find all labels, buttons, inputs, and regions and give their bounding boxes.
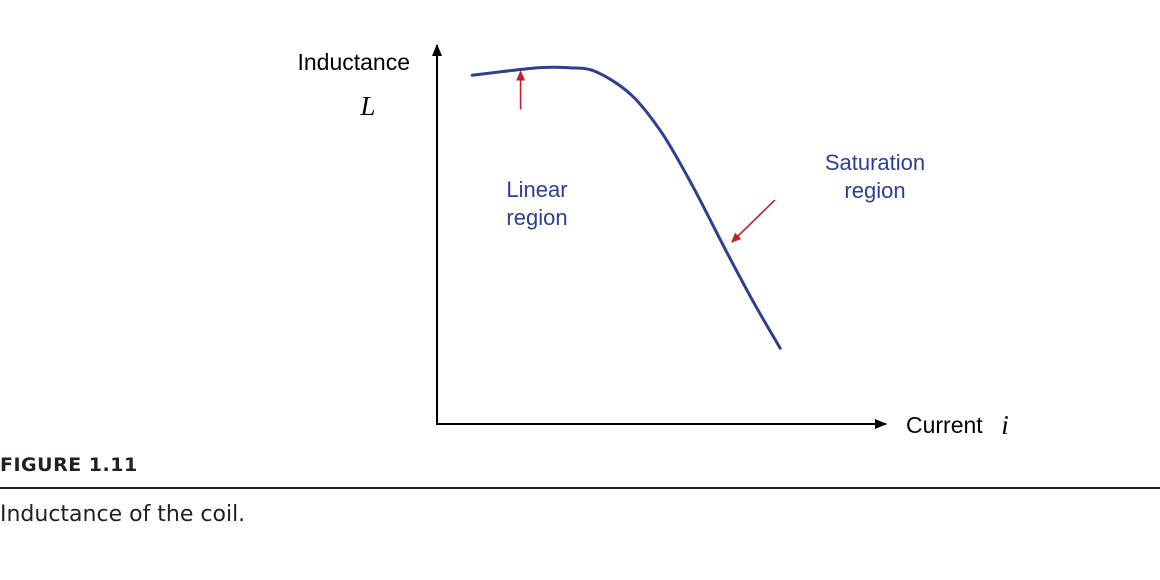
annotation-text-0-0: Linear [506, 177, 567, 202]
figure-label: FIGURE 1.11 [0, 454, 138, 476]
annotation-arrow-1 [731, 199, 776, 243]
chart: Inductance L Current i LinearregionSatur… [297, 44, 1009, 440]
annotation-1: Saturation region [731, 150, 925, 243]
figure-caption: Inductance of the coil. [0, 502, 246, 527]
annotation-layer: Linear region Saturation region [506, 70, 925, 243]
annotation-text-1-0: Saturation [825, 150, 925, 175]
x-axis-symbol: i [1001, 410, 1009, 440]
series-layer [470, 65, 782, 350]
annotation-text-1-1: region [844, 178, 905, 203]
annotation-0: Linear region [506, 70, 568, 230]
figure-divider [0, 487, 1160, 489]
y-axis-label: Inductance [297, 49, 410, 75]
y-axis-symbol: L [359, 91, 375, 121]
x-axis-label: Current [906, 412, 983, 438]
annotation-text-0-1: region [506, 205, 567, 230]
series-line-0 [470, 65, 782, 350]
